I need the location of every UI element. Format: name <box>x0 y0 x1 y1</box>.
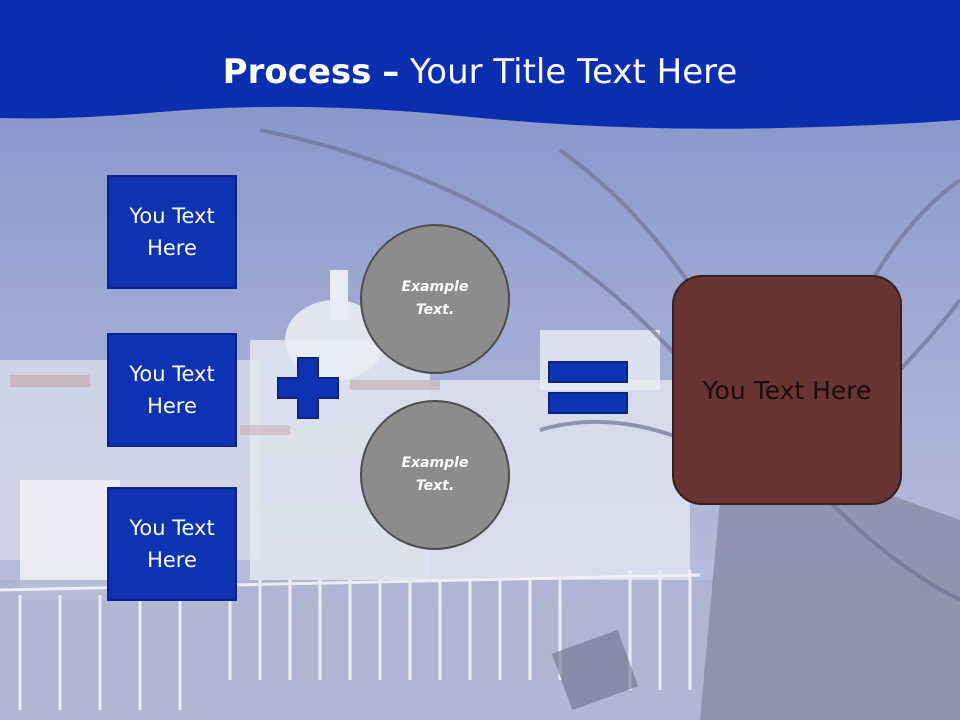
plus-icon <box>277 357 339 419</box>
input-box-label: You Text Here <box>129 362 215 418</box>
title-rest: Your Title Text Here <box>410 52 738 92</box>
input-box-label: You Text Here <box>129 516 215 572</box>
example-circle-1: Example Text. <box>360 224 510 374</box>
example-circle-2: Example Text. <box>360 400 510 550</box>
title-dash: – <box>382 52 400 92</box>
slide-title: Process – Your Title Text Here <box>0 52 960 92</box>
input-box-2: You Text Here <box>107 333 237 447</box>
equals-icon <box>548 361 628 414</box>
result-box: You Text Here <box>672 275 902 505</box>
result-label: You Text Here <box>702 375 872 405</box>
input-box-1: You Text Here <box>107 175 237 289</box>
circle-label: Example Text. <box>401 455 469 494</box>
title-bold: Process <box>222 52 372 92</box>
input-box-label: You Text Here <box>129 204 215 260</box>
input-box-3: You Text Here <box>107 487 237 601</box>
circle-label: Example Text. <box>401 279 469 318</box>
title-banner <box>0 0 960 129</box>
